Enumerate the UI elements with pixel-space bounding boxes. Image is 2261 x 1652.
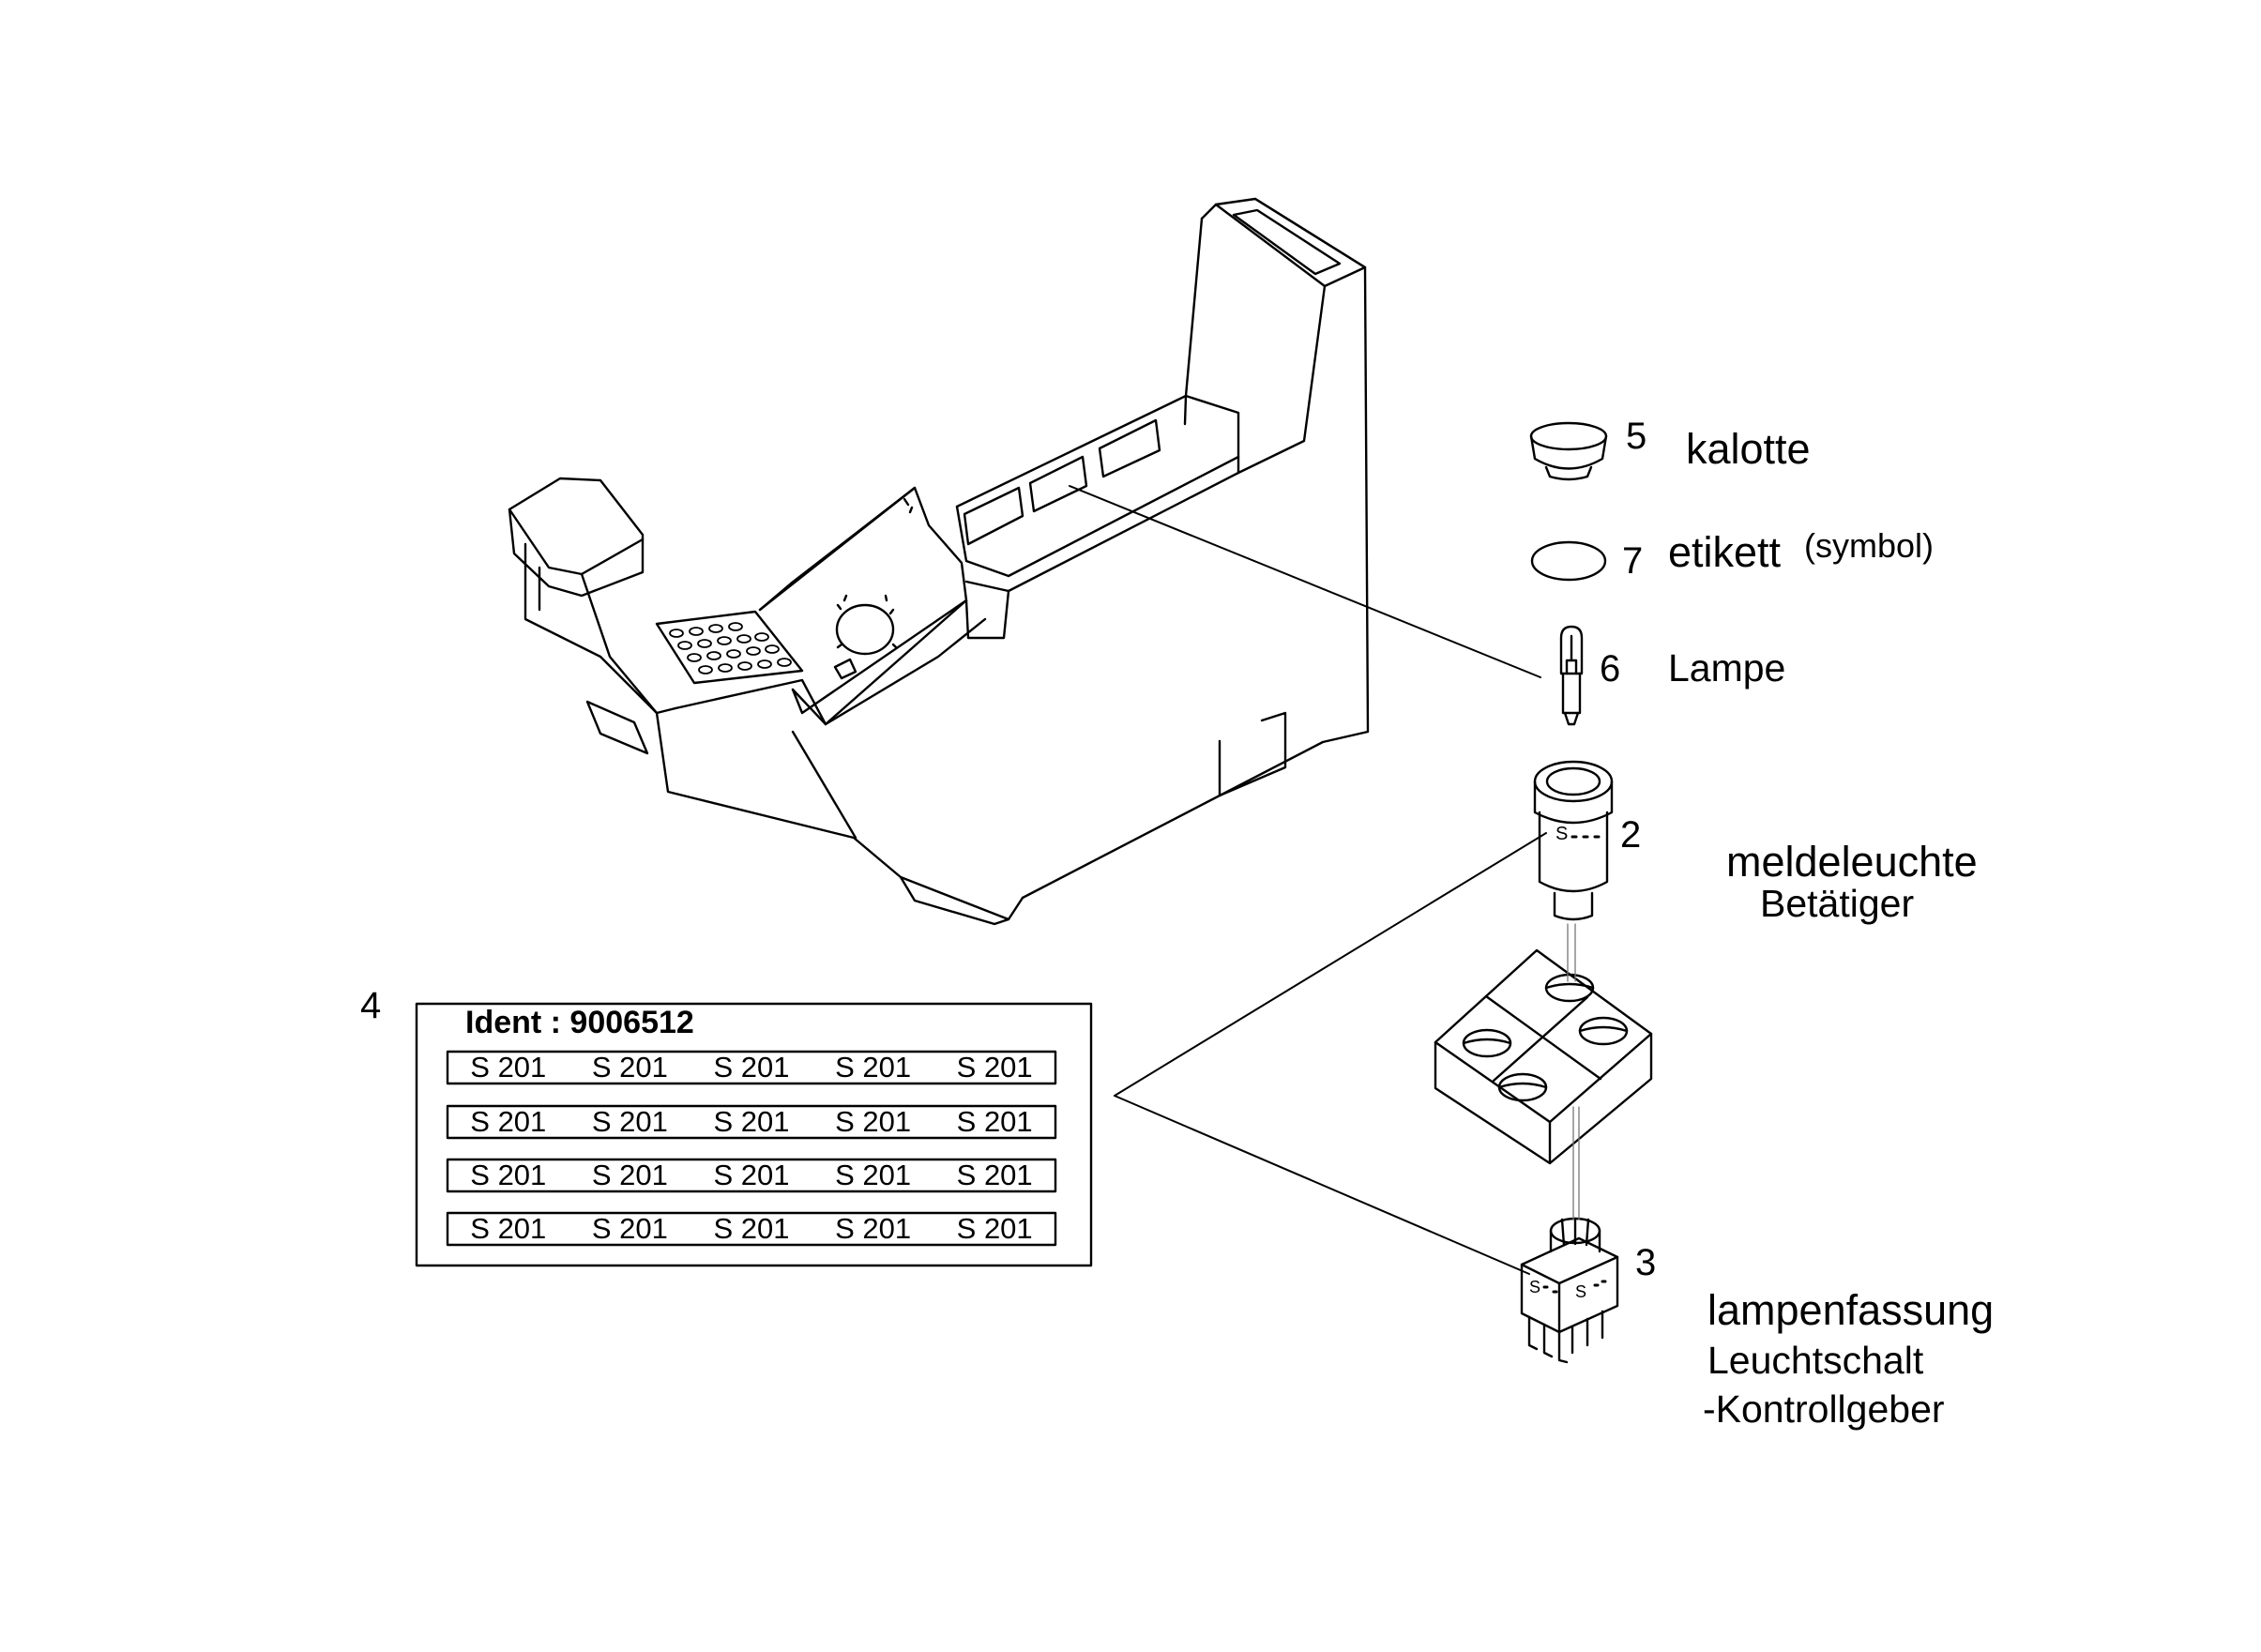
decal-cell: S 201	[470, 1159, 547, 1191]
grille-holes	[669, 622, 792, 674]
gauge-opening	[835, 603, 895, 656]
decal-cell: S 201	[835, 1105, 912, 1138]
decal-cell: S 201	[591, 1105, 668, 1138]
part-lampenfassung: S S	[1520, 1217, 1619, 1364]
decal-cell: S 201	[956, 1212, 1033, 1245]
part-kalotte	[1529, 421, 1608, 481]
callout-number-7: 7	[1622, 540, 1644, 582]
actuator-mark: S	[1555, 824, 1568, 844]
callout-number-3: 3	[1635, 1242, 1657, 1283]
decal-cell: S 201	[835, 1159, 912, 1191]
decal-cell: S 201	[956, 1105, 1033, 1138]
decal-cell: S 201	[470, 1051, 547, 1084]
decal-cell: S 201	[713, 1105, 790, 1138]
decal-cell: S 201	[713, 1051, 790, 1084]
callout-number-4: 4	[360, 985, 382, 1026]
socket-mark-b: S	[1575, 1282, 1586, 1301]
decal-sheet	[415, 1002, 1093, 1267]
shelf-panel-3	[1098, 418, 1161, 478]
label-leuchtschalt: Leuchtschalt	[1707, 1339, 1924, 1382]
decal-cell: S 201	[713, 1212, 790, 1245]
tower-top-vent	[1232, 208, 1342, 276]
leader-lines	[1069, 485, 1547, 1275]
decal-cell: S 201	[591, 1212, 668, 1245]
part-etikett	[1530, 540, 1607, 582]
decal-cell: S 201	[470, 1105, 547, 1138]
decal-cell: S 201	[713, 1159, 790, 1191]
panel-indicator	[833, 658, 857, 680]
decal-cell: S 201	[956, 1159, 1033, 1191]
assembly-guide-lines	[1567, 923, 1580, 1220]
side-vent	[585, 700, 649, 755]
label-etikett-symbol: (symbol)	[1804, 526, 1935, 565]
label-kontrollgeber: -Kontrollgeber	[1703, 1387, 1945, 1431]
decal-cell: S 201	[470, 1212, 547, 1245]
label-betatiger: Betätiger	[1760, 882, 1915, 925]
label-lampe: Lampe	[1668, 646, 1786, 690]
shelf-panel-1	[963, 486, 1024, 546]
label-meldeleuchte: meldeleuchte	[1726, 838, 1978, 886]
decal-cell: S 201	[956, 1051, 1033, 1084]
callout-number-5: 5	[1626, 416, 1647, 457]
shelf-panel-2	[1028, 455, 1088, 513]
speaker-grille	[655, 610, 804, 685]
decal-ident: Ident : 9006512	[465, 1005, 694, 1040]
decal-cell: S 201	[835, 1051, 912, 1084]
mounting-plate	[1434, 948, 1653, 1165]
decal-cell: S 201	[591, 1051, 668, 1084]
socket-mark-a: S	[1529, 1278, 1540, 1296]
part-meldeleuchte: S	[1533, 760, 1614, 921]
decal-cell: S 201	[591, 1159, 668, 1191]
decal-cell: S 201	[835, 1212, 912, 1245]
callout-number-2: 2	[1620, 814, 1642, 856]
callout-number-6: 6	[1600, 648, 1621, 690]
label-etikett: etikett	[1668, 528, 1782, 576]
console-assembly	[508, 197, 1370, 926]
label-kalotte: kalotte	[1686, 425, 1811, 473]
decal-row: S 201 S 201 S 201 S 201 S 201	[448, 1052, 1055, 1084]
decal-row: S 201 S 201 S 201 S 201 S 201	[448, 1213, 1055, 1245]
decal-row: S 201 S 201 S 201 S 201 S 201	[448, 1106, 1055, 1138]
decal-row: S 201 S 201 S 201 S 201 S 201	[448, 1159, 1055, 1191]
part-lampe	[1559, 625, 1584, 726]
tower-access-panel	[1218, 711, 1287, 797]
label-lampenfassung: lampenfassung	[1707, 1286, 1995, 1334]
